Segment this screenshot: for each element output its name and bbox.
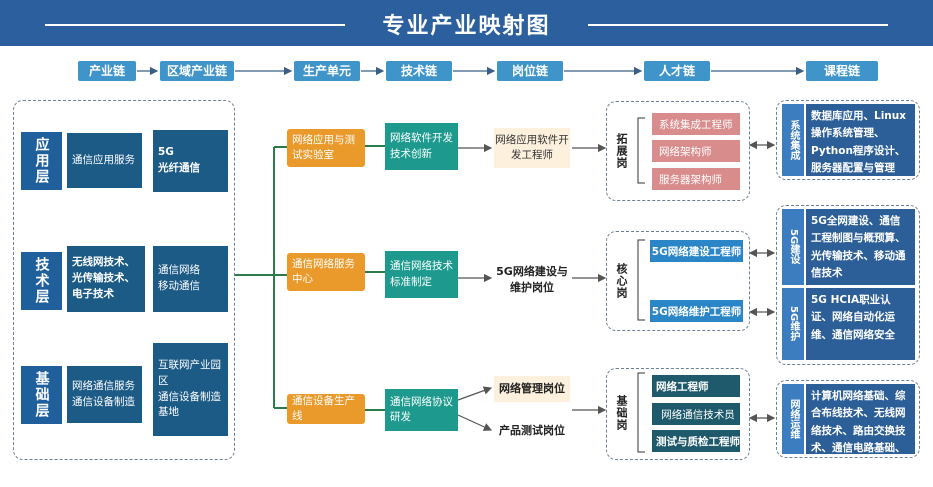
- course-container-3: [776, 380, 920, 458]
- chain-production: 生产单元: [294, 61, 360, 81]
- technology-regional: 通信网络 移动通信: [153, 246, 228, 312]
- course-label-network-ops: 网络运维: [782, 384, 804, 454]
- application-service: 通信应用服务: [67, 133, 142, 188]
- technology-service: 无线网技术、光传输技术、电子技术: [67, 246, 145, 312]
- course-network-ops: 计算机网络基础、综合布线技术、无线网络技术、路由交换技术、通信电路基础、通信电子: [806, 384, 915, 454]
- chain-industry: 产业链: [78, 61, 136, 81]
- tech-protocol: 通信网络协议研发: [385, 389, 458, 431]
- talent-core-container: [606, 231, 750, 331]
- talent-base-label: 基础岗: [615, 394, 628, 431]
- chain-regional: 区域产业链: [160, 61, 234, 81]
- production-unit-line: 通信设备生产线: [287, 394, 365, 424]
- course-label-5g-maintenance: 5G维护: [782, 288, 804, 360]
- role-test-engineer: 测试与质检工程师: [652, 430, 740, 452]
- title-bar: [0, 0, 933, 46]
- course-system-integration: 数据库应用、Linux操作系统管理、Python程序设计、服务器配置与管理: [806, 104, 915, 176]
- chain-tech: 技术链: [386, 61, 452, 81]
- course-container-1: [776, 100, 920, 180]
- course-5g-maintenance: 5G HCIA职业认证、网络自动化运维、通信网络安全: [806, 288, 915, 360]
- title-rule-right: [588, 24, 888, 26]
- role-5g-construction: 5G网络建设工程师: [650, 240, 743, 262]
- post-product-testing: 产品测试岗位: [499, 423, 565, 437]
- talent-expand-container: [606, 101, 750, 201]
- role-network-technician: 网络通信技术员: [652, 403, 740, 425]
- layer-foundation: 基础层: [21, 366, 62, 424]
- tech-software: 网络软件开发技术创新: [385, 123, 458, 170]
- production-unit-service-center: 通信网络服务中心: [287, 253, 365, 291]
- post-network-management: 网络管理岗位: [494, 376, 570, 402]
- talent-base-container: [606, 368, 750, 460]
- course-container-2: [776, 205, 920, 365]
- role-5g-maintenance: 5G网络维护工程师: [650, 300, 743, 322]
- foundation-regional: 互联网产业园区 通信设备制造基地: [153, 343, 228, 436]
- title-rule-left: [45, 24, 345, 26]
- layer-application: 应用层: [21, 132, 62, 190]
- chain-talent: 人才链: [644, 61, 710, 81]
- foundation-service: 网络通信服务 通信设备制造: [67, 366, 142, 423]
- layer-technology: 技术层: [21, 252, 62, 310]
- chain-course: 课程链: [806, 61, 878, 81]
- tech-standard: 通信网络技术标准制定: [385, 251, 458, 298]
- role-network-engineer: 网络工程师: [652, 375, 740, 397]
- production-unit-lab: 网络应用与测试实验室: [287, 129, 365, 167]
- role-system-integration: 系统集成工程师: [652, 113, 740, 135]
- chain-post: 岗位链: [497, 61, 563, 81]
- page-title: 专业产业映射图: [382, 14, 551, 39]
- course-label-system-integration: 系统集成: [782, 104, 804, 176]
- course-label-5g-construction: 5G建设: [782, 209, 804, 285]
- talent-core-label: 核心岗: [615, 262, 628, 299]
- industry-container: [13, 100, 235, 460]
- role-server-architect: 服务器架构师: [652, 168, 740, 190]
- application-regional: 5G 光纤通信: [153, 130, 228, 192]
- post-software-engineer: 网络应用软件开发工程师: [494, 128, 570, 168]
- course-5g-construction: 5G全网建设、通信工程制图与概预算、光传输技术、移动通信技术: [806, 209, 915, 285]
- role-network-architect: 网络架构师: [652, 140, 740, 162]
- post-5g-construction: 5G网络建设与维护岗位: [496, 264, 568, 295]
- talent-expand-label: 拓展岗: [615, 132, 628, 169]
